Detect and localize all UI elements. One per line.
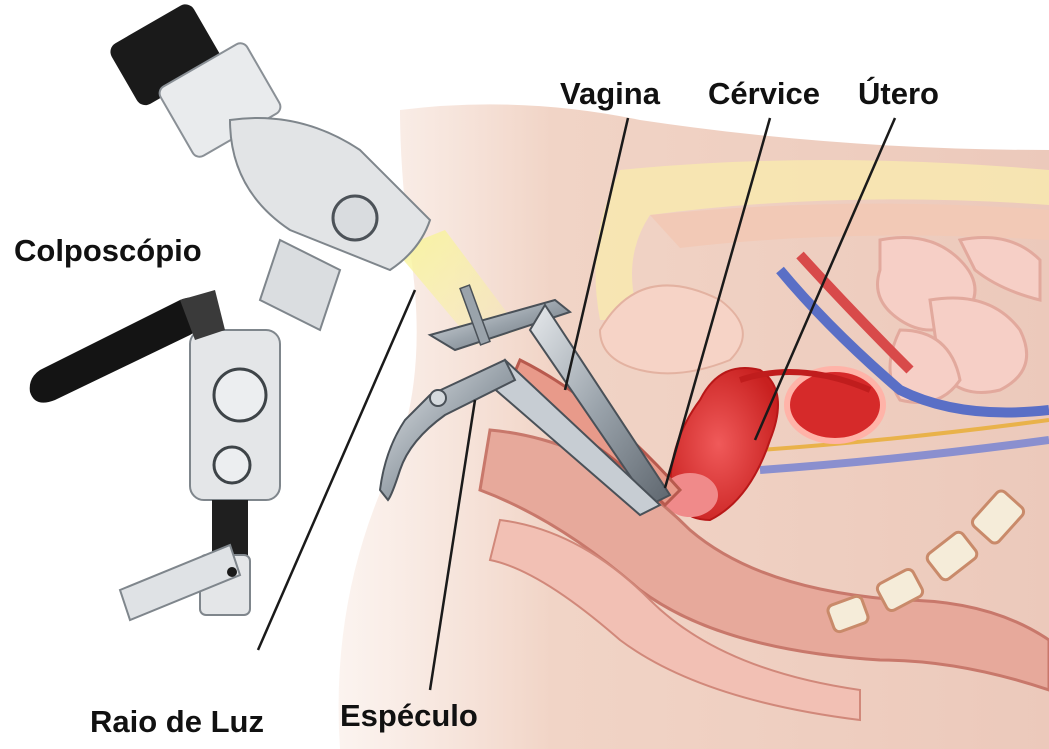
pelvis-cross-section bbox=[339, 104, 1049, 749]
label-speculum: Espéculo bbox=[340, 700, 478, 731]
label-vagina: Vagina bbox=[560, 78, 660, 109]
label-uterus: Útero bbox=[858, 78, 939, 109]
label-cervix: Cérvice bbox=[708, 78, 820, 109]
label-light-beam: Raio de Luz bbox=[90, 706, 264, 737]
label-colposcope: Colposcópio bbox=[14, 235, 202, 266]
